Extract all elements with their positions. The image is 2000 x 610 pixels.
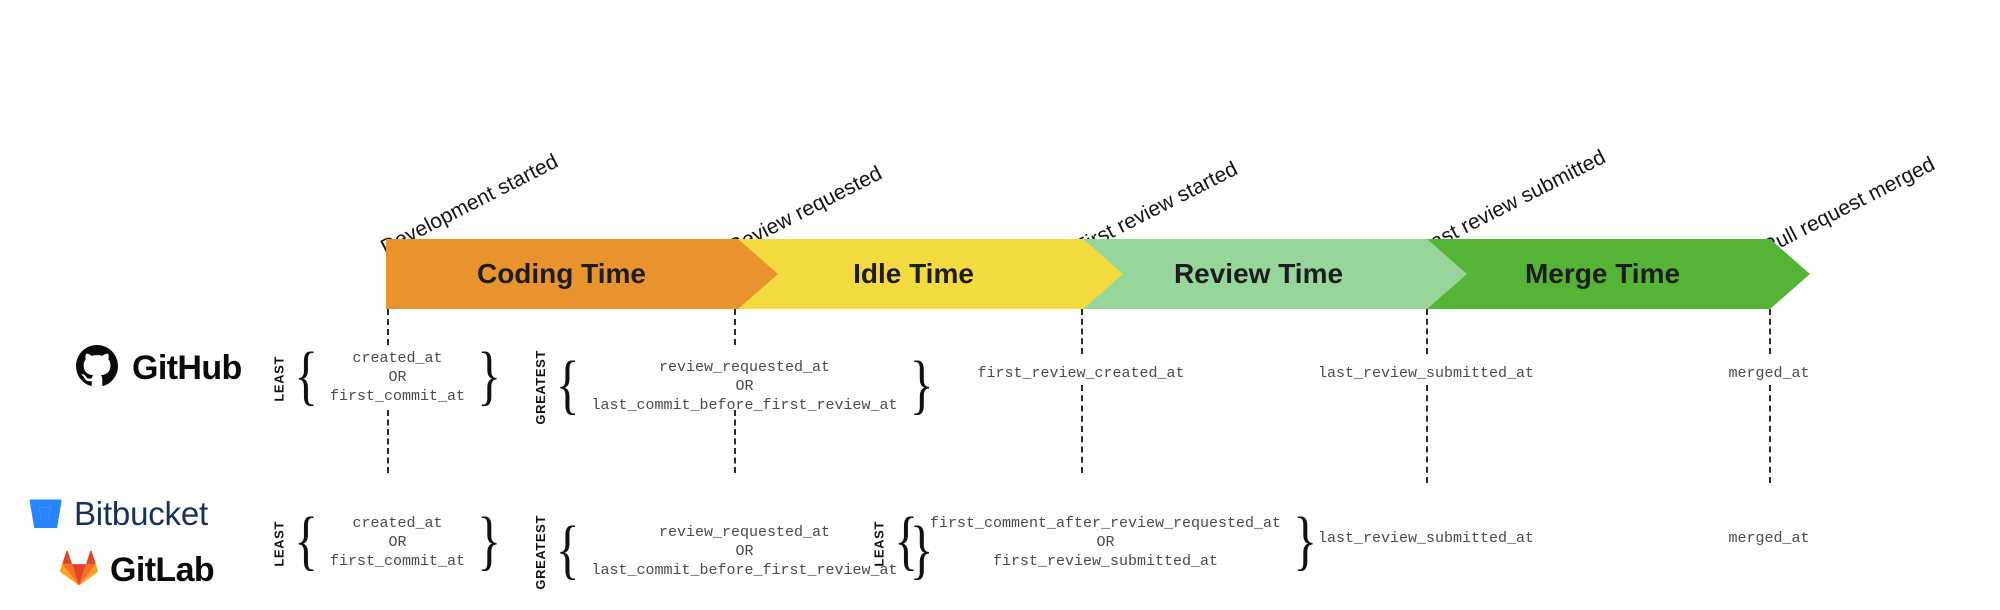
connector-pull-request-merged-upper: [1769, 309, 1771, 354]
brace-left: {: [555, 348, 580, 422]
phase-segment-coding-time: [386, 239, 778, 309]
github-icon: [76, 345, 118, 392]
gitlab-icon: [60, 550, 98, 591]
field-bg-last-review-submitted-at: last_review_submitted_at: [1317, 530, 1535, 547]
connector-first-review-started-upper: [1081, 309, 1083, 354]
phase-label-idle-time: Idle Time: [853, 258, 974, 289]
connector-last-review-submitted-upper: [1426, 309, 1428, 354]
phase-label-review-time: Review Time: [1173, 258, 1344, 289]
connector-last-review-submitted-lower: [1426, 385, 1428, 483]
brace-left: {: [294, 339, 319, 413]
provider-logo-bitbucket: Bitbucket: [28, 494, 208, 533]
brace-right: }: [1292, 504, 1317, 578]
field-gh-last-review-submitted-at: last_review_submitted_at: [1317, 365, 1535, 382]
provider-name-gitlab: GitLab: [110, 551, 215, 589]
connector-review-requested-lower: [734, 410, 736, 473]
brace-right: }: [476, 504, 501, 578]
brace-left: {: [555, 513, 580, 587]
function-label: GREATEST: [532, 515, 548, 590]
function-label: GREATEST: [532, 350, 548, 425]
phase-segment-merge-time: [1387, 239, 1810, 309]
field-gh-first-review-created-at: first_review_created_at: [977, 365, 1185, 382]
brace-left: {: [894, 504, 919, 578]
provider-name-bitbucket: Bitbucket: [74, 494, 208, 532]
field-gh-merged-at: merged_at: [1728, 365, 1810, 382]
provider-logo-github: GitHub: [76, 345, 242, 392]
connector-first-review-started-lower: [1081, 385, 1083, 473]
provider-logo-gitlab: GitLab: [60, 550, 215, 591]
phase-segment-idle-time: [698, 239, 1123, 309]
provider-name-github: GitHub: [132, 349, 242, 387]
function-label: LEAST: [271, 520, 287, 567]
phase-pipeline-bar: [386, 239, 1816, 309]
phase-segment-review-time: [1043, 239, 1467, 309]
function-label: LEAST: [871, 520, 887, 567]
bitbucket-icon: [28, 494, 62, 533]
brace-right: }: [909, 348, 934, 422]
phase-label-coding-time: Coding Time: [476, 258, 647, 289]
connector-development-started-lower: [387, 410, 389, 473]
phase-label-merge-time: Merge Time: [1524, 258, 1681, 289]
connector-pull-request-merged-lower: [1769, 385, 1771, 483]
brace-left: {: [294, 504, 319, 578]
field-group-bg-first-review-started: LEAST { first_comment_after_review_reque…: [871, 504, 1320, 578]
field-bg-merged-at: merged_at: [1728, 530, 1810, 547]
connector-review-requested-upper: [734, 309, 736, 345]
connector-development-started-upper: [387, 309, 389, 345]
function-label: LEAST: [271, 355, 287, 402]
brace-right: }: [476, 339, 501, 413]
